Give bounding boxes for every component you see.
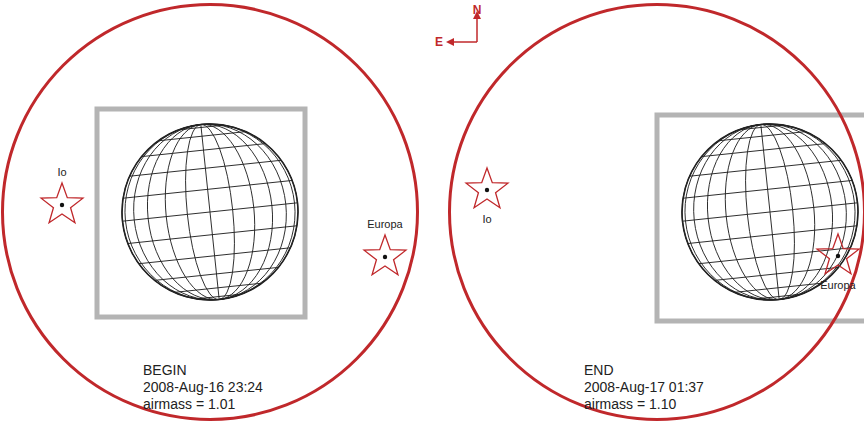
meridian-line [717, 120, 823, 304]
star-symbol [363, 235, 407, 279]
time-text: airmass = 1.10 [584, 396, 704, 413]
jupiter-globes [113, 115, 864, 308]
star-outline [364, 235, 406, 275]
compass-letter: N [473, 3, 482, 17]
meridian-line [673, 115, 864, 308]
circle-outline [3, 5, 418, 420]
meridian-line [761, 124, 779, 299]
time-text: airmass = 1.01 [143, 396, 263, 413]
circle-outline [450, 5, 864, 420]
arrow-head [446, 38, 454, 46]
moon-name: Europa [367, 218, 402, 231]
view-circle: BEGIN2008-Aug-16 23:24airmass = 1.01 IoEu… [1, 3, 419, 421]
circle-outline [1, 3, 419, 421]
moon-name: Europa [820, 279, 855, 292]
meridian-line [676, 116, 863, 309]
meridian-line [699, 118, 841, 306]
east-arrow [452, 41, 477, 43]
moon-star: Europa [816, 234, 860, 278]
meridian-line [157, 120, 263, 304]
meridian-line [738, 122, 802, 302]
moon-name: Io [57, 166, 66, 179]
star-symbol [816, 234, 860, 278]
moon-dot [60, 203, 64, 207]
meridian-line [178, 122, 242, 302]
meridian-line [201, 124, 219, 299]
jupiter-globe [673, 115, 864, 308]
compass-letter: E [435, 35, 443, 49]
star-symbol [40, 183, 84, 227]
time-text: 2008-Aug-16 23:24 [143, 379, 263, 396]
moon-dot [836, 254, 840, 258]
moon-star: Io [40, 183, 84, 227]
globe-outline [673, 115, 864, 308]
time-text: 2008-Aug-17 01:37 [584, 379, 704, 396]
moon-star: Io [465, 168, 509, 212]
meridian-line [113, 115, 306, 308]
phase-label: END [584, 362, 704, 379]
star-outline [41, 183, 83, 223]
circle-outline [448, 3, 864, 421]
globe-outline [113, 115, 306, 308]
meridian-line [139, 118, 281, 306]
moon-star: Europa [363, 235, 407, 279]
moon-dot [485, 188, 489, 192]
view-circle: END2008-Aug-17 01:37airmass = 1.10 IoEuro… [448, 3, 864, 421]
jupiter-globe [113, 115, 306, 308]
moon-dot [383, 255, 387, 259]
north-arrow [476, 17, 478, 42]
meridian-line [685, 117, 855, 308]
time-block: BEGIN2008-Aug-16 23:24airmass = 1.01 [143, 362, 263, 413]
time-block: END2008-Aug-17 01:37airmass = 1.10 [584, 362, 704, 413]
meridian-line [125, 117, 295, 308]
meridian-line [116, 116, 303, 309]
phase-label: BEGIN [143, 362, 263, 379]
star-outline [466, 168, 508, 208]
star-symbol [465, 168, 509, 212]
moon-name: Io [482, 213, 491, 226]
field-of-view-square [657, 115, 864, 321]
star-outline [817, 234, 859, 274]
